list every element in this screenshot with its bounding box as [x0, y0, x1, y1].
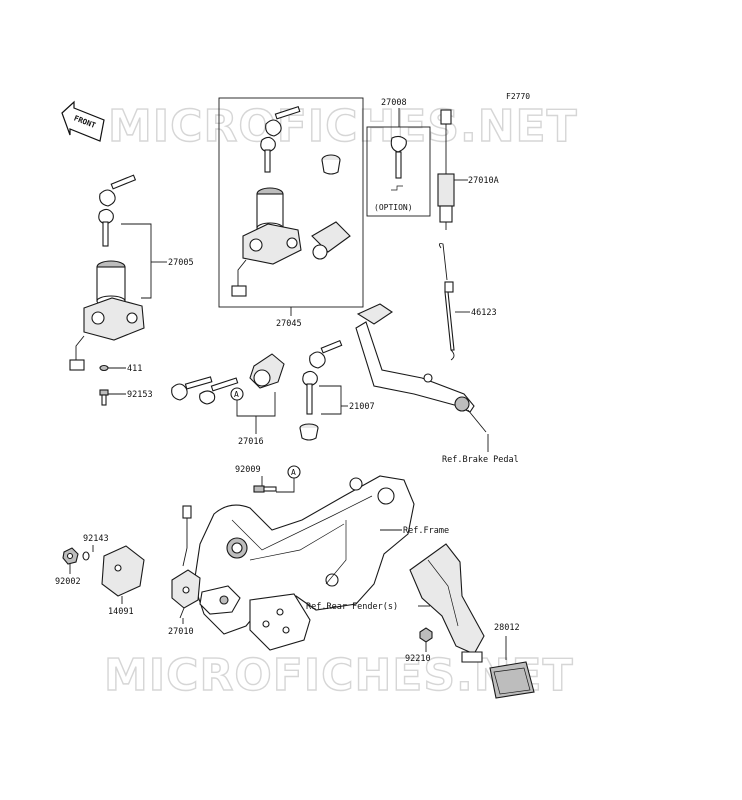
part-label-411: 411 — [127, 364, 142, 374]
bolt-92009 — [253, 485, 277, 493]
figure-code: F2770 — [506, 92, 530, 101]
assembly-27005-keys — [98, 174, 137, 247]
frame-structure — [193, 475, 415, 651]
kit-27045-keys — [260, 105, 301, 173]
screw-92153 — [99, 389, 109, 406]
reflector-28012 — [461, 651, 535, 699]
part-label-92009: 92009 — [235, 465, 261, 475]
part-label-92210: 92210 — [405, 654, 431, 664]
circle-ref-a-1-label: A — [234, 390, 239, 399]
watermark-top: MICROFICHES.NET — [108, 101, 578, 152]
set-21007-keys — [302, 339, 343, 415]
part-label-92153: 92153 — [127, 390, 153, 400]
bracket-linkage — [199, 585, 241, 615]
part-label-27016: 27016 — [238, 437, 264, 447]
ref-frame: Ref.Frame — [403, 526, 449, 536]
ref-brake-pedal: Ref.Brake Pedal — [442, 455, 519, 465]
switch-27010A — [437, 109, 455, 230]
circle-ref-a-2-label: A — [291, 468, 296, 477]
part-label-27008: 27008 — [381, 98, 407, 108]
set-27016-keys — [171, 376, 239, 405]
nut-92002 — [62, 547, 79, 565]
option-key — [390, 135, 407, 191]
option-box — [366, 126, 431, 217]
rod-46123 — [438, 243, 455, 361]
part-label-14091: 14091 — [108, 607, 134, 617]
kit-27045-ignition-switch — [231, 187, 302, 297]
rear-fender — [409, 543, 485, 655]
washer-92143 — [82, 551, 90, 561]
set-21007-cap — [299, 423, 319, 441]
part-label-92002: 92002 — [55, 577, 81, 587]
part-label-27045: 27045 — [276, 319, 302, 329]
washer-411 — [99, 364, 109, 372]
brake-pedal — [355, 303, 487, 433]
part-label-27010: 27010 — [168, 627, 194, 637]
part-label-46123: 46123 — [471, 308, 497, 318]
part-label-21007: 21007 — [349, 402, 375, 412]
part-label-27010A: 27010A — [468, 176, 499, 186]
assembly-27005-switch — [69, 260, 145, 371]
option-label: (OPTION) — [374, 203, 413, 212]
switch-27010 — [171, 505, 201, 619]
part-label-92143: 92143 — [83, 534, 109, 544]
ref-rear-fender: Ref.Rear Fender(s) — [306, 602, 398, 612]
kit-27045-seat-lock — [311, 221, 351, 260]
set-27016-cylinder — [249, 353, 285, 389]
part-label-27005: 27005 — [168, 258, 194, 268]
part-label-28012: 28012 — [494, 623, 520, 633]
kit-27045-cap — [321, 154, 341, 175]
front-arrow-icon: FRONT — [61, 100, 105, 142]
cover-14091 — [101, 545, 145, 597]
nut-92210 — [419, 627, 433, 643]
